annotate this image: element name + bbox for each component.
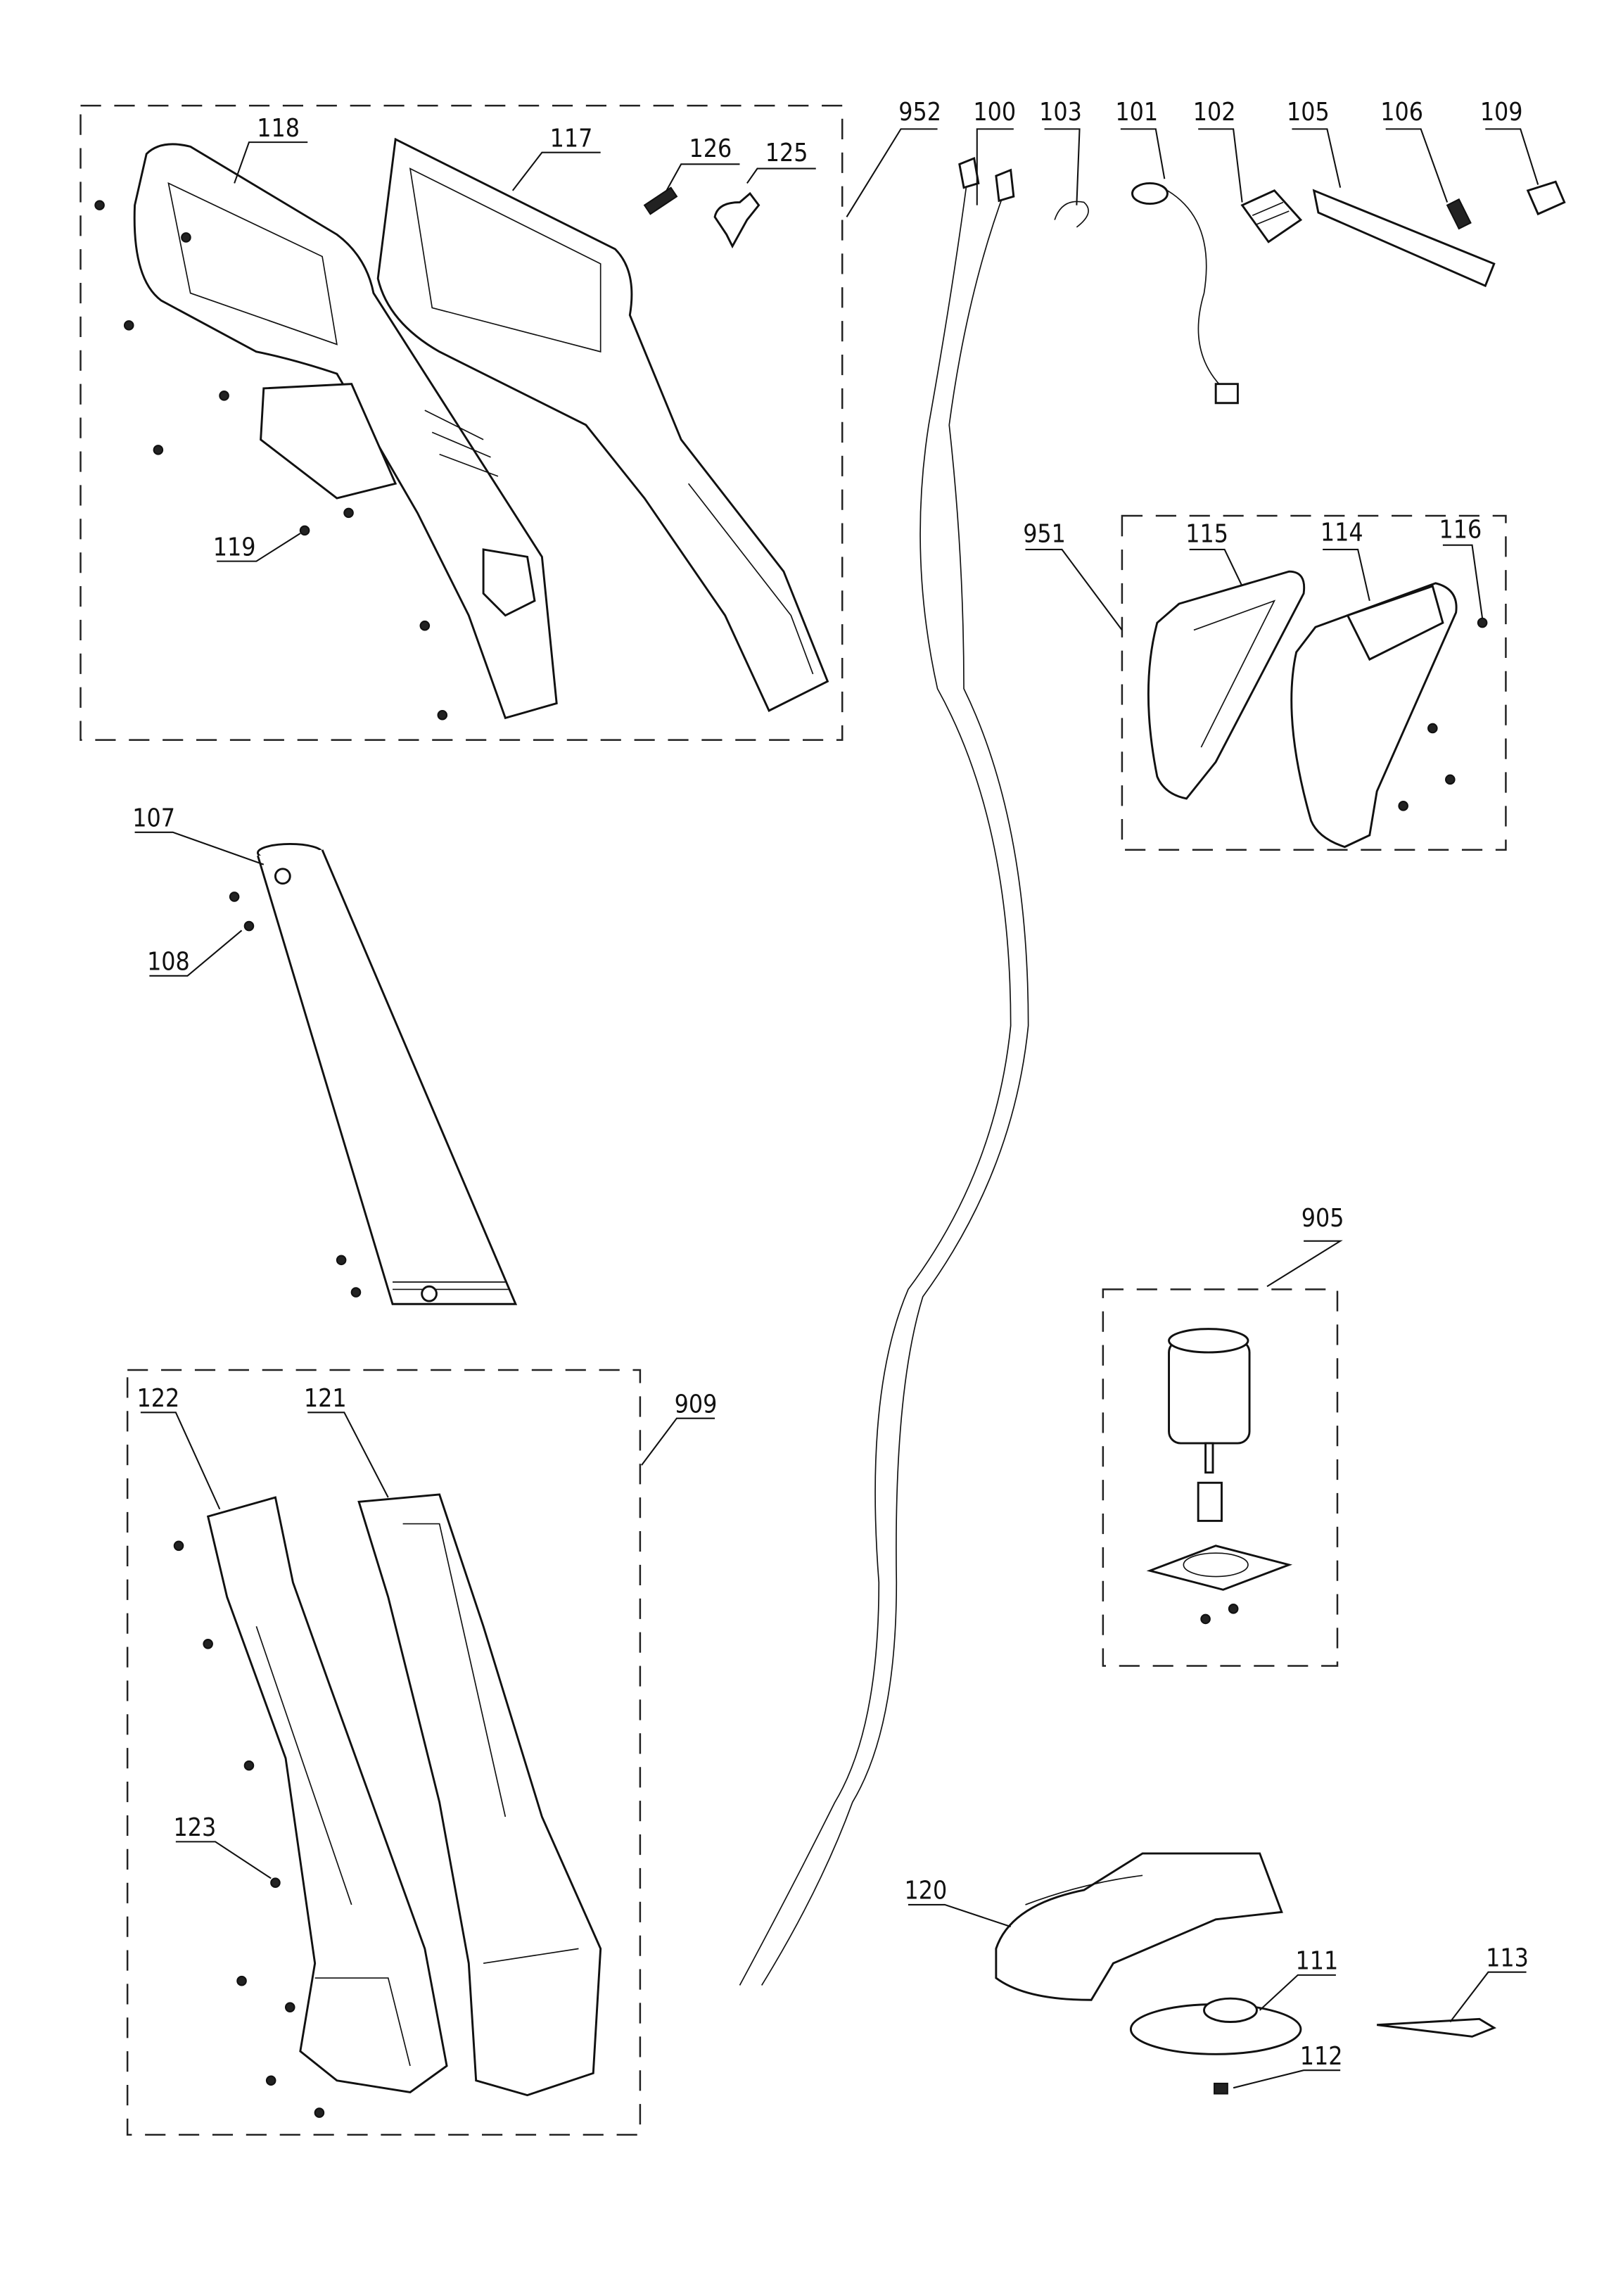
assembly-box-951 xyxy=(1121,514,1507,851)
part-114-handle-grip xyxy=(1290,582,1488,849)
callout-952: 952 xyxy=(898,98,941,127)
part-113-blade xyxy=(1377,2017,1497,2038)
part-109-microswitch xyxy=(1526,180,1566,216)
part-101-cable xyxy=(1131,182,1239,405)
callout-905: 905 xyxy=(1301,1204,1344,1233)
callout-111: 111 xyxy=(1295,1947,1338,1976)
callout-116: 116 xyxy=(1439,515,1482,544)
screws-123 xyxy=(173,1540,325,2118)
part-107-tube xyxy=(229,843,518,1305)
callout-122: 122 xyxy=(137,1384,180,1413)
callout-114: 114 xyxy=(1320,518,1363,547)
callout-106: 106 xyxy=(1380,98,1423,127)
callout-103: 103 xyxy=(1039,98,1082,127)
callout-112: 112 xyxy=(1300,2042,1343,2071)
part-111-spool-base xyxy=(1129,1997,1302,2055)
part-952-wire-harness xyxy=(739,157,1029,1986)
part-121-housing-half xyxy=(357,1493,602,2097)
callout-115: 115 xyxy=(1185,520,1228,549)
part-106-spring xyxy=(1446,198,1472,230)
callout-951: 951 xyxy=(1023,520,1066,549)
part-105-trigger xyxy=(1312,189,1496,288)
callout-121: 121 xyxy=(304,1384,347,1413)
part-905-motor-assembly xyxy=(1146,1328,1293,1625)
part-117-handle-half xyxy=(376,137,829,712)
callout-118: 118 xyxy=(257,114,300,143)
callout-113: 113 xyxy=(1486,1943,1529,1972)
part-122-housing-half xyxy=(206,1496,448,2093)
part-125-knob xyxy=(713,191,760,249)
leader-lines xyxy=(134,128,1539,2089)
callout-107: 107 xyxy=(132,804,175,832)
callout-123: 123 xyxy=(174,1813,217,1842)
screws-119 xyxy=(94,200,448,721)
part-126-spring xyxy=(643,186,678,215)
callout-100: 100 xyxy=(973,98,1016,127)
assembly-box-909 xyxy=(126,1369,642,2136)
callout-102: 102 xyxy=(1193,98,1236,127)
callout-120: 120 xyxy=(905,1877,948,1905)
part-112-screw xyxy=(1214,2082,1228,2095)
callout-117: 117 xyxy=(550,124,593,153)
callout-108: 108 xyxy=(147,948,190,977)
callout-labels: 118 117 126 125 952 100 103 101 102 105 … xyxy=(132,98,1529,2071)
part-103-clip xyxy=(1054,201,1089,228)
callout-105: 105 xyxy=(1287,98,1330,127)
part-115-handle-frame xyxy=(1147,570,1306,800)
callout-125: 125 xyxy=(765,139,808,167)
callout-109: 109 xyxy=(1480,98,1523,127)
assembly-box-952 xyxy=(79,104,844,741)
callout-101: 101 xyxy=(1115,98,1158,127)
part-118-handle-half xyxy=(133,143,558,720)
part-120-guard xyxy=(995,1852,1283,2001)
part-102-switch xyxy=(1240,189,1303,243)
assembly-box-905 xyxy=(1102,1288,1339,1667)
callout-909: 909 xyxy=(675,1390,718,1419)
callout-119: 119 xyxy=(213,533,256,562)
callout-126: 126 xyxy=(689,134,732,163)
